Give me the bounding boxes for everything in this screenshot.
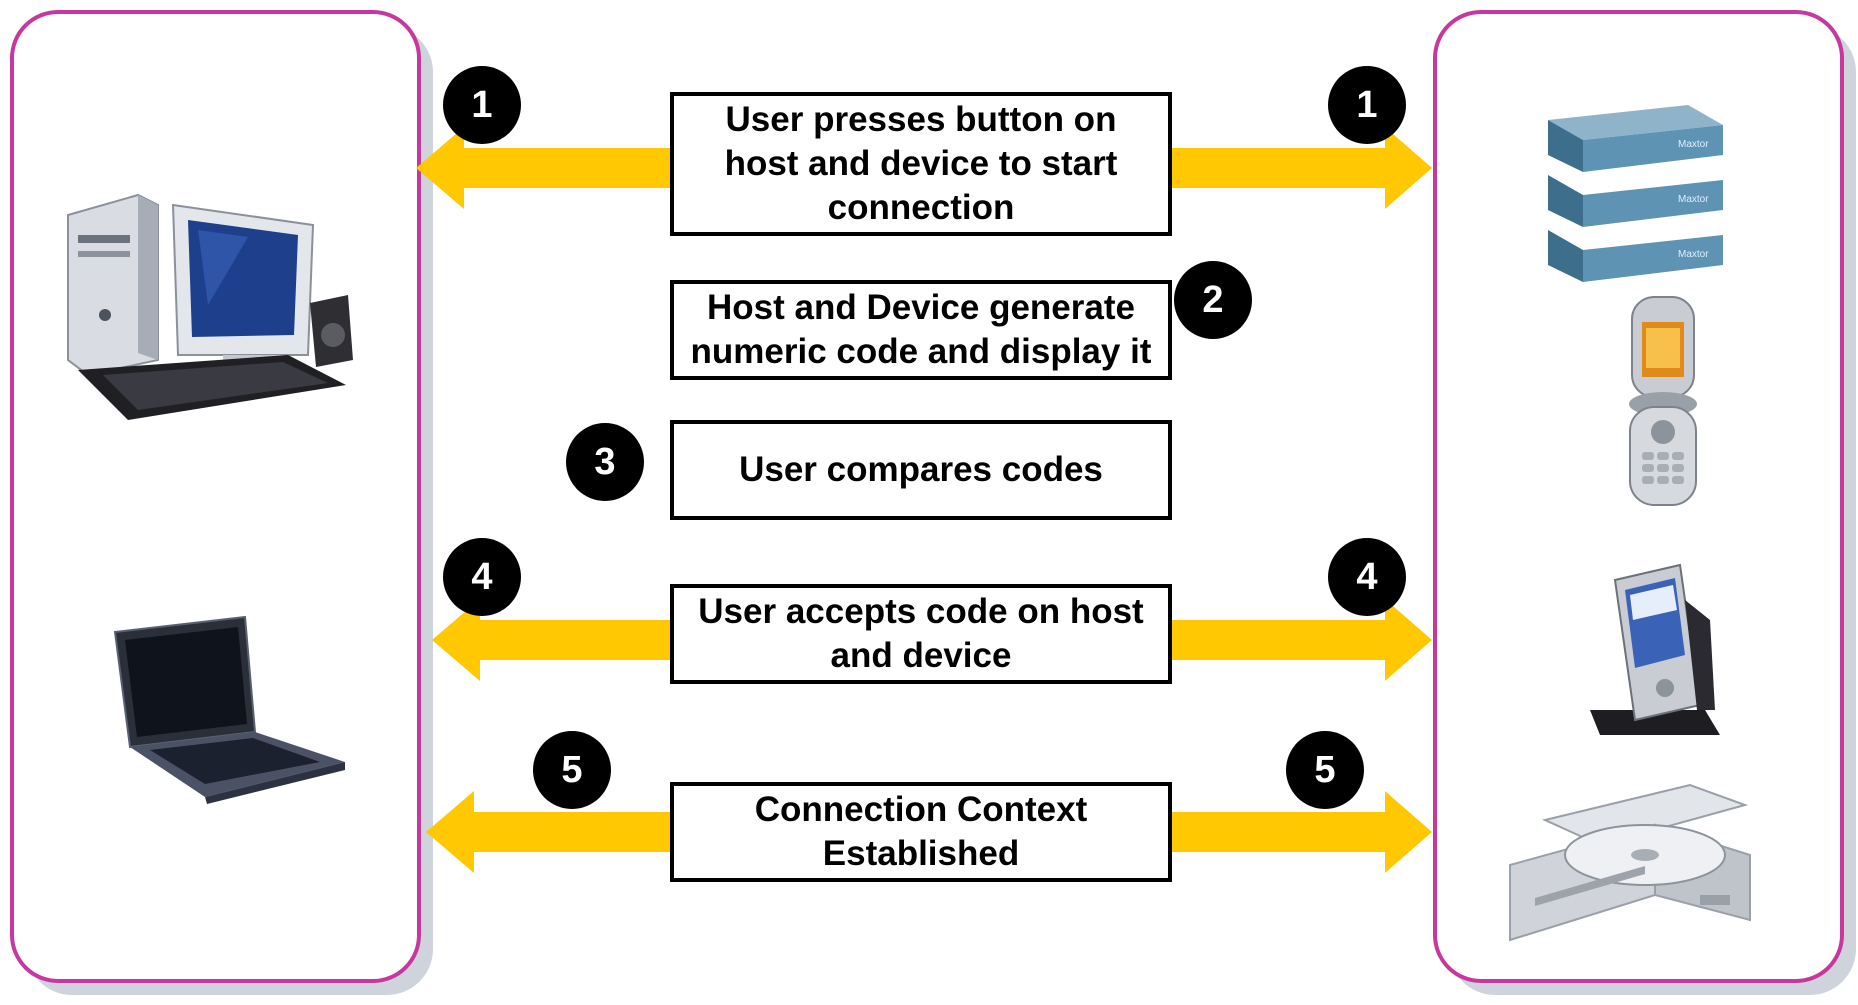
step2-text: Host and Device generate numeric code an… bbox=[690, 288, 1152, 371]
badge-step4-left: 4 bbox=[443, 538, 521, 616]
badge-step3: 3 bbox=[566, 423, 644, 501]
arrow-step4-right bbox=[1168, 599, 1432, 681]
step4-text: User accepts code on host and device bbox=[698, 592, 1144, 675]
step2-box: Host and Device generate numeric code an… bbox=[670, 280, 1172, 380]
storage-brand-label-3: Maxtor bbox=[1678, 249, 1709, 260]
laptop-icon bbox=[113, 615, 345, 804]
step1-text: User presses button on host and device t… bbox=[724, 100, 1118, 227]
host-panel bbox=[10, 10, 421, 983]
badge-step1-left: 1 bbox=[443, 66, 521, 144]
step3-box: User compares codes bbox=[670, 420, 1172, 520]
storage-brand-label-2: Maxtor bbox=[1678, 194, 1709, 205]
arrow-step1-right bbox=[1168, 127, 1432, 209]
arrow-step1-left bbox=[416, 127, 670, 209]
badge-step2: 2 bbox=[1174, 261, 1252, 339]
flip-phone-icon bbox=[1629, 296, 1697, 506]
badge-step1-right: 1 bbox=[1328, 66, 1406, 144]
step1-box: User presses button on host and device t… bbox=[670, 92, 1172, 236]
badge-step5-right: 5 bbox=[1286, 731, 1364, 809]
step3-text: User compares codes bbox=[739, 450, 1103, 489]
storage-brand-label-1: Maxtor bbox=[1678, 139, 1709, 150]
step5-box: Connection Context Established bbox=[670, 782, 1172, 882]
badge-step5-left: 5 bbox=[533, 731, 611, 809]
storage-drives-icon: Maxtor Maxtor Maxtor bbox=[1548, 105, 1723, 282]
arrow-step4-left bbox=[432, 599, 670, 681]
step5-text: Connection Context Established bbox=[754, 790, 1088, 873]
optical-drive-icon bbox=[1509, 783, 1751, 942]
pda-icon bbox=[1590, 563, 1720, 735]
desktop-computer-icon bbox=[67, 193, 353, 420]
arrow-step5-right bbox=[1168, 791, 1432, 873]
badge-step4-right: 4 bbox=[1328, 538, 1406, 616]
arrow-step5-left bbox=[426, 791, 670, 873]
step4-box: User accepts code on host and device bbox=[670, 584, 1172, 684]
